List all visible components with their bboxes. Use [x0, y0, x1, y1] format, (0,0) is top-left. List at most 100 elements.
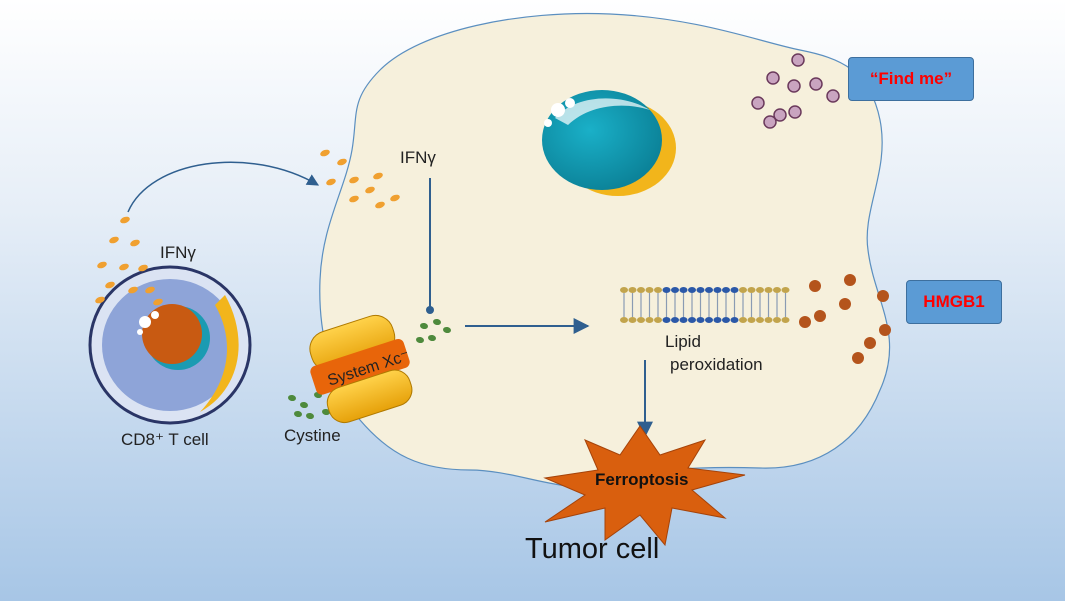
hmgb1-dot: [809, 280, 821, 292]
ifn-dot: [153, 298, 163, 306]
cystine-label: Cystine: [284, 426, 341, 445]
lipid-head: [722, 317, 730, 323]
lipid-head: [662, 317, 671, 323]
lipid-head: [747, 287, 756, 293]
lipid-head: [637, 287, 645, 293]
lipid-head: [688, 317, 696, 323]
hmgb1-dot: [864, 337, 876, 349]
ifn-gamma-molecules-tcell: [95, 216, 163, 306]
tumor-cell-label: Tumor cell: [525, 533, 660, 565]
lipid-head: [739, 287, 747, 293]
lipid-head: [713, 287, 722, 293]
lipid-head: [628, 287, 637, 293]
lipid-head: [628, 317, 637, 323]
ifn-dot: [349, 176, 359, 184]
ifn-dot: [390, 194, 400, 202]
ferroptosis-label: Ferroptosis: [595, 470, 689, 489]
lipid-head: [645, 317, 654, 323]
ifn-dot: [326, 178, 336, 186]
lipid-head: [620, 317, 628, 323]
lipid-head: [645, 287, 654, 293]
hmgb1-dot: [844, 274, 856, 286]
cystine-molecules: [288, 391, 330, 420]
cystine-dot: [428, 334, 436, 342]
lipid-head: [637, 317, 645, 323]
find-me-dot: [791, 53, 805, 67]
find-me-dot: [787, 79, 801, 93]
lipid-head: [671, 287, 679, 293]
lipid-head: [620, 287, 628, 293]
lipid-label-line2: peroxidation: [670, 355, 763, 374]
lipid-head: [730, 317, 739, 323]
find-me-signal-molecules: [751, 53, 840, 129]
ifn-secretion-arrow: [127, 161, 320, 213]
lipid-head: [705, 287, 713, 293]
lipid-head: [671, 317, 679, 323]
ifn-dot: [130, 239, 140, 247]
ifn-dot: [105, 281, 115, 289]
tcell-label: CD8⁺ T cell: [121, 430, 209, 449]
find-me-box: “Find me”: [848, 57, 974, 101]
lipid-head: [654, 317, 662, 323]
ifn-dot: [95, 296, 105, 304]
hmgb1-box: HMGB1: [906, 280, 1002, 324]
ifn-dot: [119, 263, 129, 271]
hmgb1-dot: [799, 316, 811, 328]
ifn-dot: [97, 261, 107, 269]
lipid-head: [781, 287, 790, 293]
nucleus-icon: [542, 90, 676, 196]
lipid-head: [654, 287, 662, 293]
ifn-dot: [109, 236, 119, 244]
cystine-dot: [300, 401, 308, 409]
hmgb1-dot: [852, 352, 864, 364]
lipid-head: [713, 317, 722, 323]
cystine-dot: [433, 318, 441, 326]
ifn-dot: [365, 186, 375, 194]
ifn-dot: [349, 195, 359, 203]
ifn-dot: [138, 264, 148, 272]
lipid-head: [756, 287, 764, 293]
find-me-dot: [809, 77, 823, 91]
cystine-dot: [294, 410, 302, 418]
find-me-dot: [788, 105, 802, 119]
lipid-head: [696, 287, 705, 293]
hmgb1-dot: [839, 298, 851, 310]
lipid-head: [747, 317, 756, 323]
ifn-gamma-molecules-tumor: [320, 149, 400, 209]
tumor-cell-membrane: [319, 12, 891, 488]
lipid-label-line1: Lipid: [665, 332, 701, 351]
cystine-dot: [322, 408, 330, 416]
cystine-dot: [420, 322, 428, 330]
lipid-head: [730, 287, 739, 293]
lipid-head: [781, 317, 790, 323]
hmgb1-dot: [814, 310, 826, 322]
cystine-dot: [443, 326, 451, 334]
find-me-dot: [751, 96, 765, 110]
transporter-icon: [309, 314, 413, 424]
cystine-dot: [416, 336, 424, 344]
lipid-head: [722, 287, 730, 293]
hmgb1-dot: [877, 290, 889, 302]
lipid-head: [679, 317, 688, 323]
tumor-ifn-label: IFNγ: [400, 148, 436, 167]
ifn-dot: [120, 216, 130, 224]
find-me-dot: [773, 108, 787, 122]
cystine-inside-molecules: [416, 318, 451, 344]
cystine-dot: [288, 394, 296, 402]
find-me-dot: [826, 89, 840, 103]
ifn-dot: [373, 172, 383, 180]
lipid-head: [688, 287, 696, 293]
lipid-head: [756, 317, 764, 323]
ifn-dot: [337, 158, 347, 166]
lipid-head: [662, 287, 671, 293]
burst-icon: [543, 425, 746, 547]
ifn-dot: [375, 201, 385, 209]
hmgb1-molecules: [799, 274, 891, 364]
lipid-bilayer-icon: [620, 287, 790, 323]
lipid-head: [679, 287, 688, 293]
lipid-head: [739, 317, 747, 323]
find-me-dot: [766, 71, 780, 85]
cystine-dot: [306, 412, 314, 420]
lipid-head: [764, 317, 773, 323]
